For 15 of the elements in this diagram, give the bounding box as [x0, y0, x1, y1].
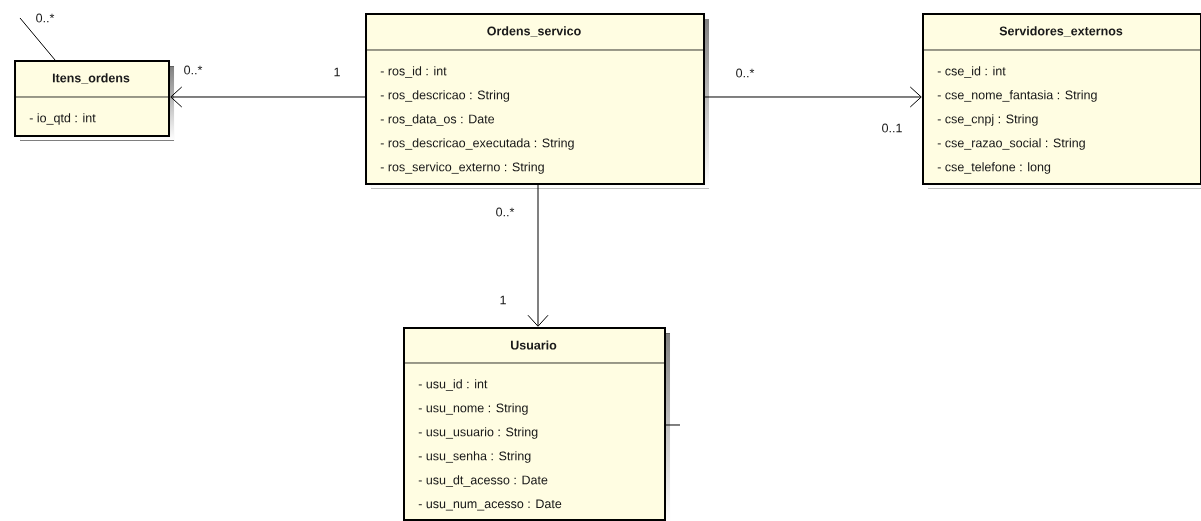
association-arrow: [170, 86, 366, 108]
multiplicity-label: 0..*: [496, 207, 515, 217]
association-line: [665, 424, 681, 426]
multiplicity-label: 0..*: [736, 68, 755, 78]
multiplicity-label: 0..*: [36, 13, 55, 23]
multiplicity-label: 0..1: [882, 123, 902, 133]
multiplicity-label: 1: [334, 67, 340, 77]
multiplicity-label: 1: [500, 295, 506, 305]
association-arrow: [704, 86, 922, 108]
class-box: Servidores_externos - cse_id : int - cse_nome_fantasia : String - cse_cnpj : String - cse_razao_social : String - cse_telefone : long: [921, 13, 1201, 189]
association-arrow: [527, 184, 549, 327]
class-box: Itens_ordens - io_qtd : int: [13, 60, 174, 141]
class-box: Usuario - usu_id : int - usu_nome : String - usu_usuario : String - usu_senha : String - usu_dt_acesso : Date - usu_num_acesso : Date: [402, 327, 670, 521]
class-box: Ordens_servico - ros_id : int - ros_descricao : String - ros_data_os : Date - ros_descricao_executada : String - ros_servico_externo : String: [364, 13, 709, 189]
association-line: [19, 17, 56, 61]
